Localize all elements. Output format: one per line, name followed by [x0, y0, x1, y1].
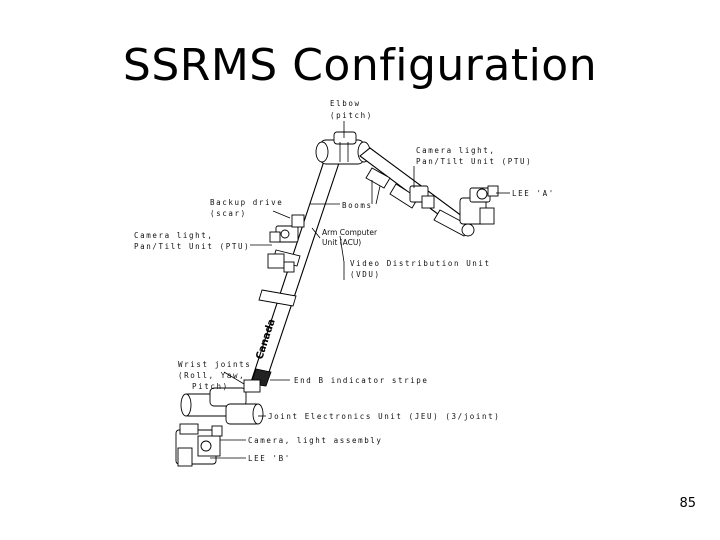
- label-lee-b: LEE 'B': [248, 454, 291, 463]
- leader-lines: [210, 121, 510, 459]
- label-backup-drive: Backup drive (scar): [210, 198, 290, 218]
- lower-ptu-assembly: [267, 214, 305, 273]
- label-jeu: Joint Electronics Unit (JEU) (3/joint): [268, 412, 500, 421]
- lee-b-end-effector: [175, 423, 223, 467]
- label-camera-ptu-upper: Camera light, Pan/Tilt Unit (PTU): [416, 146, 532, 166]
- label-wrist-joints: Wrist joints (Roll, Yaw, Pitch): [178, 360, 258, 391]
- page-number: 85: [679, 496, 696, 511]
- label-camera-light-assembly: Camera, light assembly: [248, 436, 383, 445]
- wrist-assembly: [180, 379, 264, 425]
- label-acu: Arm Computer Unit (ACU): [322, 228, 379, 247]
- lee-a-end-effector: [459, 185, 499, 237]
- elbow-joint: [315, 131, 371, 165]
- label-vdu: Video Distribution Unit (VDU): [350, 259, 497, 279]
- label-booms: Booms: [342, 201, 373, 210]
- slide-title: SSRMS Configuration: [122, 40, 598, 91]
- label-end-b-stripe: End B indicator stripe: [294, 376, 429, 385]
- label-lee-a: LEE 'A': [512, 189, 555, 198]
- lower-boom: Canada: [250, 154, 341, 387]
- labels: Elbow (pitch) Camera light, Pan/Tilt Uni…: [134, 99, 555, 463]
- label-camera-ptu-lower: Camera light, Pan/Tilt Unit (PTU): [134, 231, 250, 251]
- upper-boom: [359, 147, 471, 237]
- label-elbow: Elbow (pitch): [330, 99, 373, 120]
